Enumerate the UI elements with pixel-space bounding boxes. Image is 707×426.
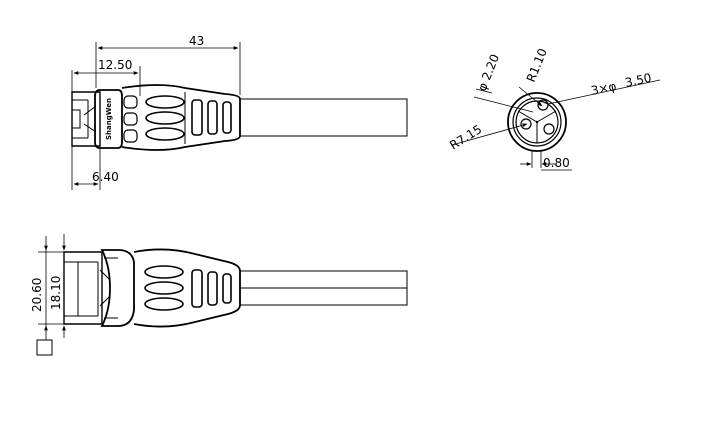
pin-right <box>543 123 555 135</box>
dim-radius-inner: R1.10 <box>524 46 550 84</box>
dim-outer-height: 20.60 <box>30 278 44 312</box>
side-cable <box>240 270 408 306</box>
brand-label: ShangWen <box>105 98 113 140</box>
end-view: φ 2.20 R1.10 3×φ 3.50 R7.15 0.80 <box>447 46 661 171</box>
pin-left <box>520 118 532 130</box>
dim-pin-spec-value: 3.50 <box>624 71 653 90</box>
dim-tip-length: 6.40 <box>92 170 119 184</box>
datum-box <box>36 339 53 356</box>
dim-radius-outer: R7.15 <box>447 122 484 152</box>
dim-pin-diameter: φ 2.20 <box>475 52 502 93</box>
dim-gap: 0.80 <box>543 156 570 170</box>
side-plug-body <box>63 251 103 325</box>
dim-head-length: 12.50 <box>98 58 132 72</box>
side-view: 20.60 18.10 <box>30 234 408 356</box>
top-head-collar <box>94 89 123 149</box>
top-cable <box>240 98 408 137</box>
dim-overall-length: 43 <box>189 34 204 48</box>
dim-inner-height: 18.10 <box>49 276 63 310</box>
top-view: ShangWen 43 12.50 6.40 <box>71 34 408 190</box>
end-outer-circle <box>507 92 567 152</box>
side-boot <box>133 248 241 328</box>
dim-pin-spec: 3×φ <box>590 79 618 98</box>
top-boot <box>121 84 241 151</box>
side-head <box>100 249 135 327</box>
